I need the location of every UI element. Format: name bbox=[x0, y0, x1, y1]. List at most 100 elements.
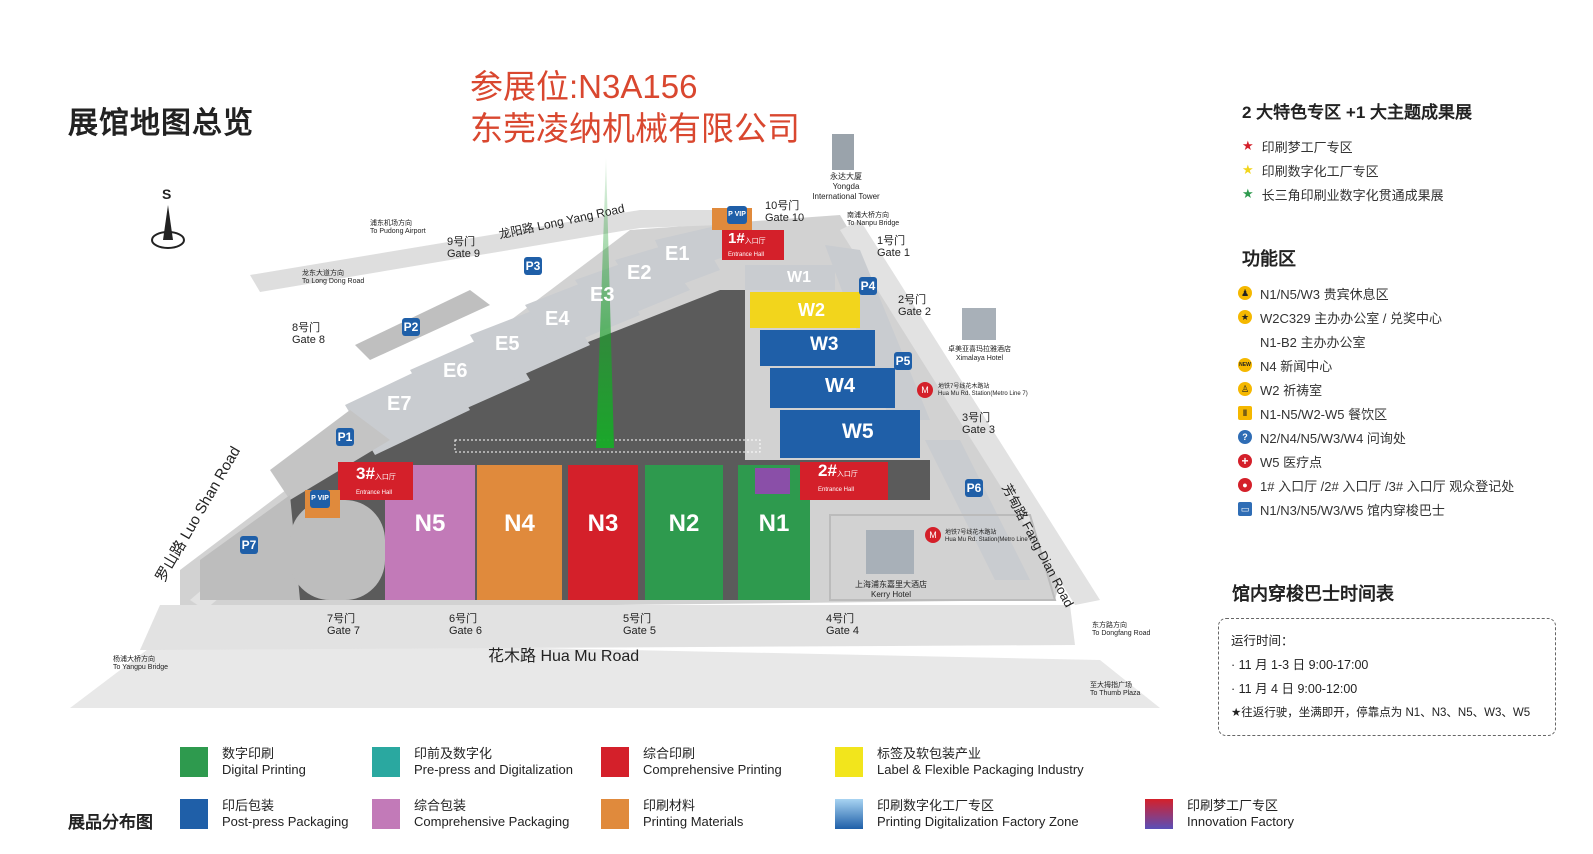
hall-label-N5: N5 bbox=[414, 510, 446, 537]
zones-title: 2 大特色专区 +1 大主题成果展 bbox=[1242, 103, 1473, 122]
function-item: ?N2/N4/N5/W3/W4 问询处 bbox=[1238, 425, 1514, 449]
schedule-line: · 11 月 4 日 9:00-12:00 bbox=[1231, 682, 1358, 696]
news-center-icon: NEW bbox=[1238, 358, 1252, 372]
hotel-building-icon bbox=[962, 308, 996, 340]
function-item: +W5 医疗点 bbox=[1238, 449, 1514, 473]
category-swatch bbox=[835, 747, 863, 777]
entrance-hall-2-label: 2#入口厅 Entrance Hall bbox=[818, 461, 858, 493]
hall-label-E7: E7 bbox=[387, 393, 412, 415]
compass-icon bbox=[151, 205, 185, 249]
category-swatch bbox=[372, 799, 400, 829]
page-title: 展馆地图总览 bbox=[68, 107, 254, 140]
shuttle-title: 馆内穿梭巴士时间表 bbox=[1232, 584, 1394, 604]
hall-label-N1: N1 bbox=[758, 510, 790, 537]
function-item: ♙W2 祈祷室 bbox=[1238, 377, 1514, 401]
hall-N4 bbox=[477, 465, 562, 600]
hall-N2 bbox=[645, 465, 723, 600]
hall-label-N4: N4 bbox=[504, 510, 535, 537]
kerry-hotel-icon bbox=[866, 530, 914, 574]
category-swatch bbox=[1145, 799, 1173, 829]
category-swatch bbox=[835, 799, 863, 829]
compass-label: S bbox=[162, 186, 172, 202]
parking-icon-2: P2 bbox=[402, 318, 420, 336]
vip-lounge-icon: ♟ bbox=[1238, 286, 1252, 300]
info-desk-icon: ? bbox=[1238, 430, 1252, 444]
entrance-hall-1 bbox=[722, 230, 784, 260]
green-star-icon: ★ bbox=[1242, 186, 1254, 201]
entrance-hall-3 bbox=[338, 462, 413, 500]
tower-icon bbox=[832, 134, 854, 170]
hall-label-E3: E3 bbox=[590, 284, 615, 306]
category-swatch bbox=[601, 747, 629, 777]
road-long-yang bbox=[250, 210, 720, 292]
star-office-icon: ★ bbox=[1238, 310, 1252, 324]
hall-W1 bbox=[745, 265, 835, 290]
category-swatch bbox=[372, 747, 400, 777]
yellow-star-icon: ★ bbox=[1242, 162, 1254, 177]
hall-label-E1: E1 bbox=[665, 243, 690, 265]
schedule-line: 运行时间： bbox=[1231, 634, 1294, 648]
zone-item: ★印刷数字化工厂专区 bbox=[1242, 162, 1379, 179]
registration-icon: ● bbox=[1238, 478, 1252, 492]
prayer-room-icon: ♙ bbox=[1238, 382, 1252, 396]
hall-W2 bbox=[750, 292, 860, 328]
parking-icon-5: P5 bbox=[894, 352, 912, 370]
parking-area-1 bbox=[270, 410, 390, 500]
booth-info: 参展位:N3A156 东莞凌纳机械有限公司 bbox=[470, 66, 800, 150]
schedule-line: ★往返行驶，坐满即开，停靠点为 N1、N3、N5、W3、W5 bbox=[1231, 707, 1531, 719]
hall-label-E4: E4 bbox=[545, 308, 570, 330]
hall-label-E6: E6 bbox=[443, 360, 468, 382]
zones-list: ★印刷梦工厂专区 ★印刷数字化工厂专区 ★长三角印刷业数字化贯通成果展 bbox=[1242, 134, 1444, 206]
west-parking-2 bbox=[925, 440, 1030, 580]
road-fang-dian bbox=[840, 220, 1100, 605]
functions-title: 功能区 bbox=[1242, 249, 1296, 269]
hall-label-W4: W4 bbox=[825, 375, 855, 397]
hall-label-E2: E2 bbox=[627, 262, 652, 284]
functions-list: ♟N1/N5/W3 贵宾休息区 ★W2C329 主办办公室 / 兑奖中心 N1-… bbox=[1238, 281, 1514, 521]
hall-W5 bbox=[780, 410, 920, 458]
entrance-hall-2 bbox=[800, 462, 888, 500]
shuttle-bus-icon: ▭ bbox=[1238, 502, 1252, 516]
hall-label-W5: W5 bbox=[842, 420, 874, 443]
function-item: ♟N1/N5/W3 贵宾休息区 bbox=[1238, 281, 1514, 305]
hall-W4 bbox=[770, 368, 895, 408]
entrance-hall-3-label: 3#入口厅 Entrance Hall bbox=[356, 464, 396, 496]
ground-shadow bbox=[70, 640, 1160, 708]
road-hua-mu bbox=[140, 605, 1075, 650]
function-item: ●1# 入口厅 /2# 入口厅 /3# 入口厅 观众登记处 bbox=[1238, 473, 1514, 497]
parking-icon-3: P3 bbox=[524, 257, 542, 275]
hall-W3 bbox=[760, 330, 875, 366]
parking-icon-7: P7 bbox=[240, 536, 258, 554]
booth-pointer bbox=[596, 158, 614, 448]
vip-parking-icon: P VIP bbox=[727, 206, 747, 224]
metro-icon-2: M bbox=[925, 527, 941, 543]
red-star-icon: ★ bbox=[1242, 138, 1254, 153]
zone-item: ★印刷梦工厂专区 bbox=[1242, 138, 1353, 155]
function-item: ▭N1/N3/N5/W3/W5 馆内穿梭巴士 bbox=[1238, 497, 1514, 521]
exhibitor-name: 东莞凌纳机械有限公司 bbox=[470, 110, 800, 147]
category-swatch bbox=[180, 747, 208, 777]
hall-label-W1: W1 bbox=[787, 269, 811, 286]
